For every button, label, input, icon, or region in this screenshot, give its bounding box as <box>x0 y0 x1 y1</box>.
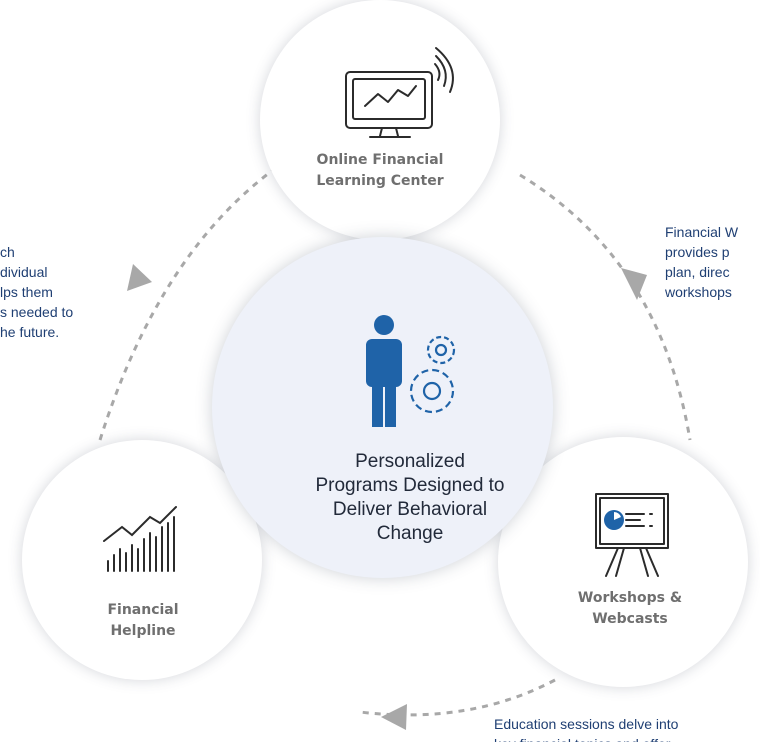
note-helpline: ch dividual lps them s needed to he futu… <box>0 244 74 340</box>
note-workshops: Financial W provides p plan, direc works… <box>665 224 739 300</box>
growth-bar-chart-icon <box>103 506 177 572</box>
label-financial-helpline: Financial Helpline <box>107 602 179 639</box>
arrowhead-left <box>127 264 152 291</box>
note-education-sessions: Education sessions delve into key financ… <box>494 716 679 742</box>
label-online-learning-center: Online Financial Learning Center <box>316 152 444 189</box>
center-title: Personalized Programs Designed to Delive… <box>315 451 505 544</box>
arrowhead-right <box>621 268 647 300</box>
person-with-gears-icon <box>366 315 456 427</box>
label-workshops-webcasts: Workshops & Webcasts <box>577 590 683 627</box>
presentation-board-icon <box>595 493 669 577</box>
monitor-chart-wifi-icon <box>345 47 454 138</box>
node-workshops-webcasts <box>498 437 748 687</box>
node-financial-helpline <box>22 440 262 680</box>
arc-helpline-to-online <box>98 163 281 441</box>
arc-workshops-to-helpline <box>359 678 556 717</box>
arrowhead-bottom <box>381 704 407 730</box>
